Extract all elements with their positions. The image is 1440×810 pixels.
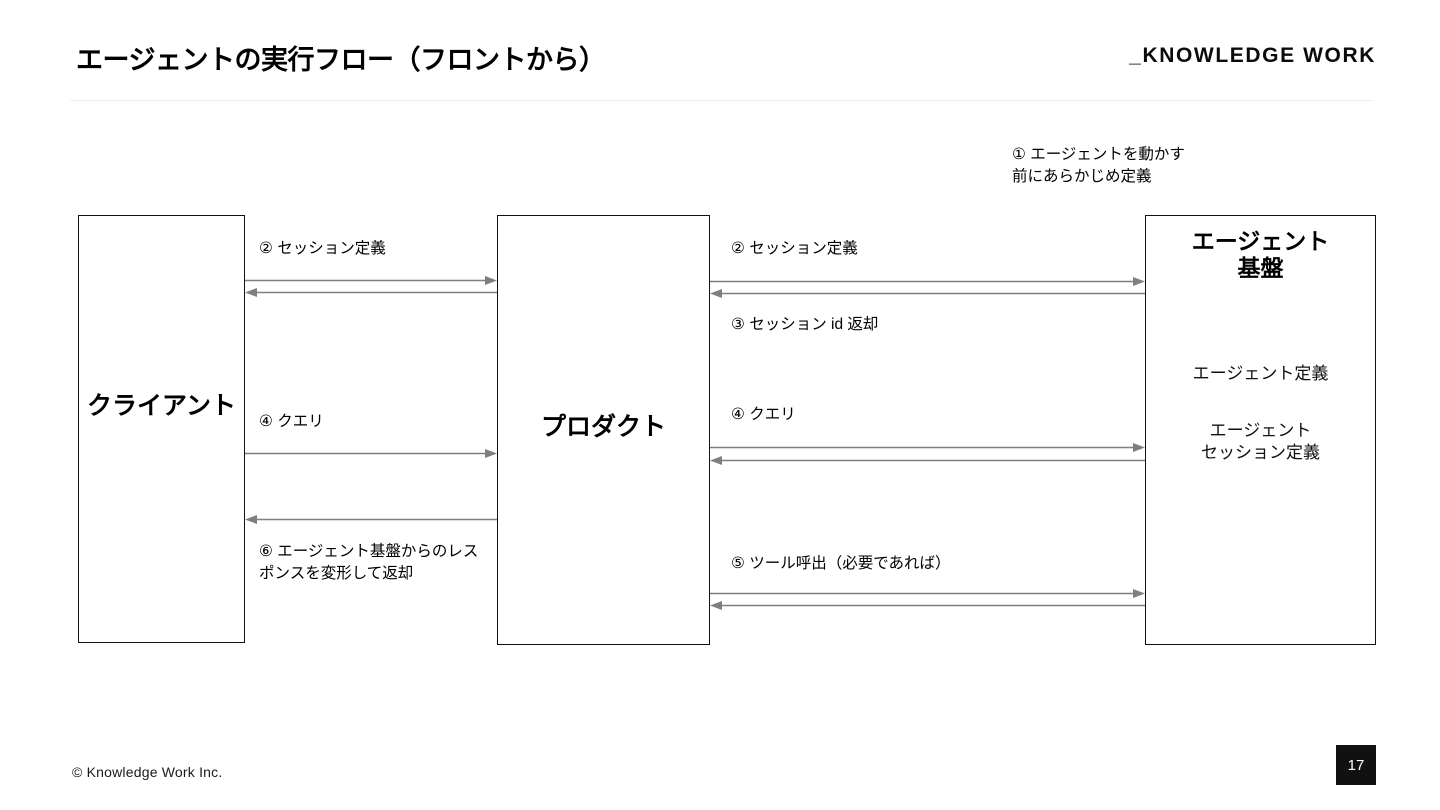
arrow-right-query-left-segment <box>245 448 497 459</box>
flow-label-left-response: ⑥ エージェント基盤からのレスポンスを変形して返却 <box>259 543 479 583</box>
node-box-client <box>78 215 245 643</box>
flow-label-left-query: ④ クエリ <box>259 413 324 430</box>
footer-copyright: © Knowledge Work Inc. <box>72 764 223 780</box>
agent-session-definition-text: エージェント セッション定義 <box>1201 421 1320 463</box>
header-divider <box>70 100 1372 101</box>
node-box-product <box>497 215 710 645</box>
node-label-agent-platform: エージェント 基盤 <box>1191 228 1330 282</box>
agent-definition-text: エージェント定義 <box>1192 364 1329 383</box>
page-title: エージェントの実行フロー（フロントから） <box>76 45 606 75</box>
flow-label-right-session: ② セッション定義 <box>731 240 858 257</box>
flow-label-right-session-id: ③ セッション id 返却 <box>731 316 879 333</box>
arrow-left-session-left-segment <box>245 287 497 298</box>
brand-logo: _KNOWLEDGE WORK <box>1129 44 1376 67</box>
arrow-right-session-left-segment <box>245 275 497 286</box>
flow-label-right-tool-call: ⑤ ツール呼出（必要であれば） <box>731 555 951 572</box>
arrow-left-tool-result-right-segment <box>710 600 1145 611</box>
note-predefine: ① エージェントを動かす 前にあらかじめ定義 <box>1012 146 1185 186</box>
arrow-left-session-id-right-segment <box>710 288 1145 299</box>
arrow-right-query-right-segment <box>710 442 1145 453</box>
node-box-agent-platform <box>1145 215 1376 645</box>
page-number-badge: 17 <box>1336 745 1376 785</box>
arrow-right-tool-call-right-segment <box>710 588 1145 599</box>
flow-label-right-query: ④ クエリ <box>731 406 796 423</box>
flow-label-left-session: ② セッション定義 <box>259 240 386 257</box>
node-label-product: プロダクト <box>540 413 666 441</box>
arrow-left-query-result-right-segment <box>710 455 1145 466</box>
arrow-right-session-right-segment <box>710 276 1145 287</box>
arrow-left-response-left-segment <box>245 514 497 525</box>
node-label-client: クライアント <box>86 392 236 420</box>
